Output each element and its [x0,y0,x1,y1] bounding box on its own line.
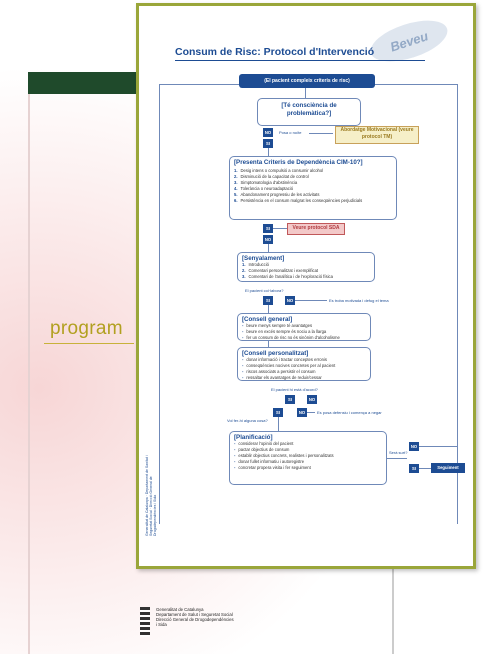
seguiment-tag: Seguiment [431,463,465,473]
question-collabora: El pacient col·labora? [245,288,284,293]
senyalament-title: [Senyalament] [242,255,285,262]
awareness-box: [Té consciència de problemàtica?] [257,98,361,126]
connector [268,341,269,347]
protocol-poster: Beveu Consum de Risc: Protocol d'Interve… [136,3,476,569]
connector [419,468,431,469]
sda-note: Veure protocol SDA [287,223,345,235]
connector [273,228,287,229]
list-item: 2.Comentari personalitzat i exemplificat [242,268,319,273]
no-tag: NO [297,408,307,417]
connector [159,84,239,85]
poster-title: Consum de Risc: Protocol d'Intervenció [175,46,375,58]
consell-general-list: -beure menys sempre té avantatges -beure… [242,323,366,341]
maybe-note: Posa o no/te [279,130,302,135]
start-node: (El pacient compleix criteris de risc) [239,74,375,88]
list-item: -beure en excés sempre és nociu a la lla… [242,329,327,334]
list-item: -donar fullet informatiu i autoregistre [234,459,305,464]
list-item: 3.Simptomatologia d'abstinència [234,180,298,185]
senyalament-box: [Senyalament] 1.Introducció 2.Comentari … [237,252,375,282]
si-tag: SI [409,464,419,473]
list-item: -conseqüències nocives concretes per al … [242,363,336,368]
consell-personalitzat-title: [Consell personalitzat] [242,350,309,357]
connector [278,417,279,431]
list-item: -ressaltar els avantatges de reduir/cess… [242,375,322,380]
consell-general-box: [Consell general] -beure menys sempre té… [237,313,371,341]
si-tag: SI [285,395,295,404]
list-item: -riscos associats a persistir el consum [242,369,316,374]
planificacio-list: -considerar l'opinió del pacient -pactar… [234,441,382,471]
connector [295,300,327,301]
no-tag: NO [409,442,419,451]
left-connector [159,84,160,524]
list-item: -establir objectius concrets, realistes … [234,453,334,458]
list-item: 1.Desig intens o compulsió a consumir al… [234,168,324,173]
list-item: 1.Introducció [242,262,269,267]
criteria-title: [Presenta Criteris de Dependència CIM-10… [234,159,363,166]
list-item: -considerar l'opinió del pacient [234,441,294,446]
list-item: -donar informació i tractar conceptes er… [242,357,327,362]
question-surt: Serà surt? [389,450,408,455]
no-tag: NO [285,296,295,305]
criteria-box: [Presenta Criteris de Dependència CIM-10… [229,156,397,220]
list-item: -pactar objectius de consum [234,447,290,452]
si-tag: SI [273,408,283,417]
list-item: 3.Comentari de l'analítica i de l'explor… [242,274,333,279]
background-left-border [28,94,30,654]
list-item: -fer un consum de risc no és sinònim d'a… [242,335,340,340]
connector [268,305,269,313]
consell-personalitzat-box: [Consell personalitzat] -donar informaci… [237,347,371,381]
logo-text: Generalitat de Catalunya Departament de … [156,607,234,627]
si-tag: SI [263,139,273,148]
criteria-list: 1.Desig intens o compulsió a consumir al… [234,168,392,204]
planificacio-box: [Planificació] -considerar l'opinió del … [229,431,387,485]
connector [307,412,315,413]
list-item: 5.Abandonament progressiu de les activit… [234,192,320,197]
connector [387,458,407,459]
motivational-note: Abordatge Motivacional (veure protocol T… [335,126,419,144]
generalitat-logo: Generalitat de Catalunya Departament de … [140,607,234,637]
list-item: 2.Disminució de la capacitat de control [234,174,309,179]
logo-line: Direcció General de Drogodependències [156,617,234,622]
programa-text: program [50,318,123,339]
consell-personalitzat-list: -donar informació i tractar conceptes er… [242,357,366,381]
connector [305,88,306,98]
logo-line: Departament de Salut i Seguretat Social [156,612,233,617]
generalitat-mark-icon [140,607,150,637]
connector [309,133,333,134]
question-fer: Vol fer-hi alguna cosa? [227,418,268,423]
si-tag: SI [263,224,273,233]
planificacio-title: [Planificació] [234,434,273,441]
list-item: -beure menys sempre té avantatges [242,323,313,328]
connector [268,148,269,156]
no-tag: NO [307,395,317,404]
list-item: 6.Persistència en el consum malgrat les … [234,198,363,203]
senyalament-list: 1.Introducció 2.Comentari personalitzat … [242,262,370,280]
question-acord: El pacient hi està d'acord? [271,387,318,392]
list-item: 4.Tolerància o neuroadaptació [234,186,294,191]
list-item: -concretar propera visita i fer seguimen… [234,465,311,470]
logo-line: Generalitat de Catalunya [156,607,204,612]
poster-sidebar-credit: Generalitat de Catalunya · Departament d… [145,455,157,536]
awareness-text: [Té consciència de problemàtica?] [281,102,337,117]
no-tag: NO [263,128,273,137]
title-rule [175,60,425,61]
programa-rule [44,343,134,344]
connector [268,244,269,252]
side-note-motivada: Es troba motivada i defug el tema [329,298,389,303]
side-note-defensiu: Es posa defensiu i comença a negar [317,410,382,415]
consell-general-title: [Consell general] [242,316,293,323]
connector [375,84,457,85]
no-tag: NO [263,235,273,244]
si-tag: SI [263,296,273,305]
logo-line: i Sida [156,622,167,627]
right-connector [457,84,458,524]
connector [419,446,457,447]
